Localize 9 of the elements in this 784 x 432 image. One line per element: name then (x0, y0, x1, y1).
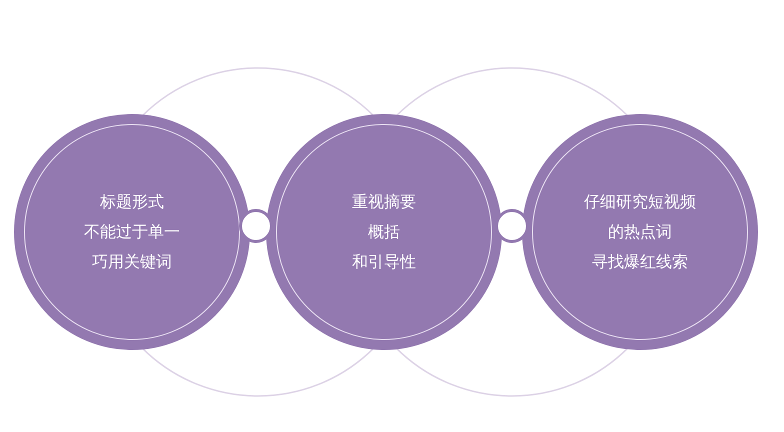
circle-text: 不能过于单一 (84, 221, 180, 243)
circle-text: 标题形式 (100, 191, 164, 213)
circle-text: 概括 (368, 221, 400, 243)
circle-text: 巧用关键词 (92, 251, 172, 273)
circle-text: 的热点词 (608, 221, 672, 243)
circle-text: 重视摘要 (352, 191, 416, 213)
circle-text: 寻找爆红线索 (592, 251, 688, 273)
circle-text: 和引导性 (352, 251, 416, 273)
circle-text: 仔细研究短视频 (584, 191, 696, 213)
